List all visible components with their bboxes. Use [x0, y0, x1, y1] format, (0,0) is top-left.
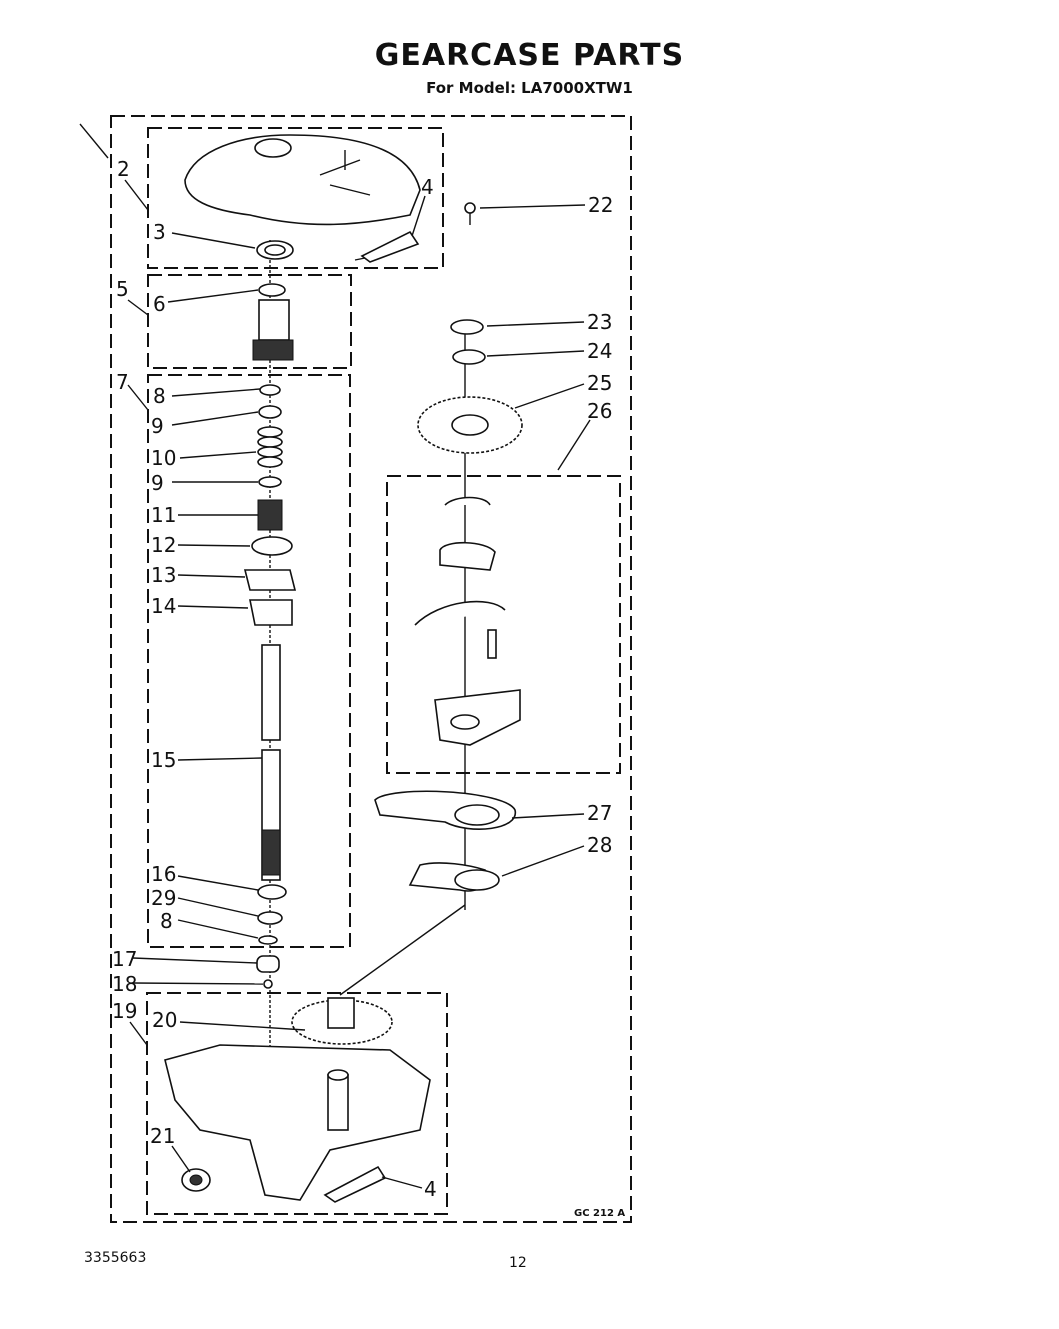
outer-assembly-box	[110, 115, 632, 1223]
callout-10: 10	[151, 446, 176, 470]
callout-21: 21	[150, 1124, 175, 1148]
callout-13: 13	[151, 563, 176, 587]
link-line	[339, 904, 466, 996]
callout-19: 19	[112, 999, 137, 1023]
spring	[257, 426, 283, 468]
callout-6: 6	[153, 292, 166, 316]
callout-28: 28	[587, 833, 612, 857]
callout-9: 9	[151, 414, 164, 438]
o-ring	[251, 536, 293, 556]
agitator-shaft	[261, 644, 281, 881]
callout-15: 15	[151, 748, 176, 772]
callout-8b: 8	[160, 909, 173, 933]
callout-12: 12	[151, 533, 176, 557]
callout-9b: 9	[151, 471, 164, 495]
drive-block	[243, 569, 297, 591]
clutch-assembly	[414, 496, 521, 746]
callout-24: 24	[587, 339, 612, 363]
pinion	[252, 283, 294, 361]
washer-upper	[258, 405, 282, 419]
leader-lines	[79, 123, 591, 1189]
callout-2: 2	[117, 157, 130, 181]
segment-gear	[291, 997, 393, 1045]
callout-4: 4	[421, 175, 434, 199]
callout-29: 29	[151, 886, 176, 910]
ball-bearing	[263, 979, 273, 989]
seal	[256, 240, 294, 260]
shaft-assembly-box	[147, 374, 351, 948]
callout-3: 3	[153, 220, 166, 244]
washer-lower	[258, 476, 282, 488]
callout-16: 16	[151, 862, 176, 886]
callout-27: 27	[587, 801, 612, 825]
page-title: GEARCASE PARTS	[374, 38, 685, 73]
retaining-ring-lower	[258, 935, 278, 945]
thrust-washer	[257, 884, 287, 900]
callout-26: 26	[587, 399, 612, 423]
page-number: 12	[509, 1255, 527, 1271]
callout-25: 25	[587, 371, 612, 395]
callout-11: 11	[151, 503, 176, 527]
snap-ring	[450, 319, 484, 335]
callout-22: 22	[588, 193, 613, 217]
callout-4b: 4	[424, 1177, 437, 1201]
callout-5: 5	[116, 277, 129, 301]
callout-7: 7	[116, 370, 129, 394]
callout-20: 20	[152, 1008, 177, 1032]
screw	[464, 202, 476, 225]
drive-gear	[417, 396, 523, 454]
clutch-assembly-box	[386, 475, 621, 774]
model-subtitle: For Model: LA7000XTW1	[426, 79, 633, 97]
gearcase-base	[164, 1044, 431, 1201]
grease-tube-lower	[323, 1165, 387, 1203]
retaining-ring-upper	[259, 384, 281, 396]
callout-17: 17	[112, 947, 137, 971]
document-number: 3355663	[84, 1250, 147, 1266]
cam-bar	[249, 599, 293, 626]
pinion-assembly-box	[147, 274, 352, 369]
gearcase-cover	[184, 134, 421, 226]
shift-fork	[408, 862, 500, 892]
spline-gear	[257, 499, 283, 531]
base-seal	[181, 1168, 211, 1192]
gearcase-base-box	[146, 992, 448, 1215]
spacer-washer	[452, 349, 486, 365]
diagram-code: GC 212 A	[574, 1208, 625, 1219]
bearing-washer	[257, 911, 283, 925]
grease-tube	[354, 230, 420, 263]
callout-23: 23	[587, 310, 612, 334]
callout-18: 18	[112, 972, 137, 996]
callout-8: 8	[153, 384, 166, 408]
cam-plate	[374, 790, 516, 830]
cover-assembly-box	[147, 127, 444, 269]
bushing	[256, 955, 280, 973]
callout-14: 14	[151, 594, 176, 618]
